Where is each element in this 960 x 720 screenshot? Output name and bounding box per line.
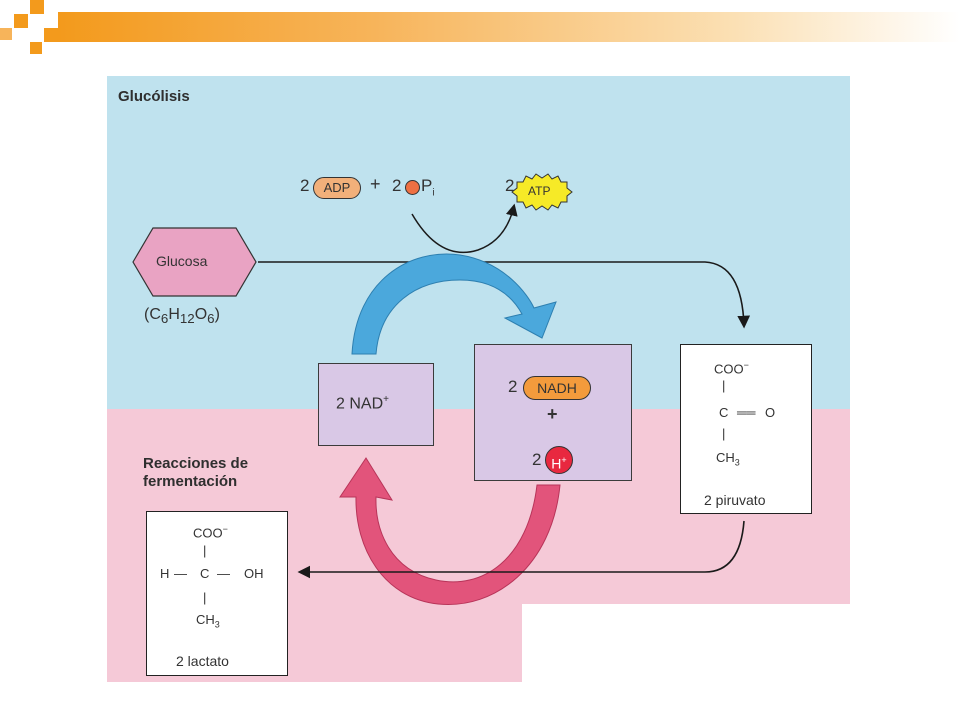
glucose-hexagon xyxy=(132,227,257,297)
adp-pill: ADP xyxy=(313,177,361,199)
lactate-coo: COO− xyxy=(193,524,228,540)
nadh-pill: NADH xyxy=(523,376,591,400)
proton-charge: + xyxy=(561,455,567,465)
pyruvate-coo: COO− xyxy=(714,360,749,376)
lactate-bond-bottom: | xyxy=(203,590,207,605)
pyruvate-oxygen: O xyxy=(765,405,776,420)
lactate-coo-charge: − xyxy=(222,524,228,534)
lactate-name: 2 lactato xyxy=(176,653,229,669)
glucose-formula-sub-c: 6 xyxy=(160,311,169,327)
decor-square-1 xyxy=(14,14,28,28)
nad-coefficient: 2 xyxy=(336,395,345,413)
lactate-bond-top: | xyxy=(203,543,207,558)
glucose-formula-sub-o: 6 xyxy=(207,311,215,327)
pyruvate-box xyxy=(680,344,812,514)
lactate-coo-text: COO xyxy=(193,525,223,541)
decor-square-3 xyxy=(44,28,58,42)
phosphate-sub: i xyxy=(432,187,435,199)
adp-coefficient: 2 xyxy=(300,176,310,195)
glucose-formula-h: H xyxy=(168,306,180,323)
pyruvate-double-bond: ══ xyxy=(737,405,756,420)
proton-coefficient: 2 xyxy=(532,450,542,469)
blank-corner xyxy=(522,604,850,682)
decor-square-2 xyxy=(30,0,44,14)
fermentation-heading-line1: Reacciones de xyxy=(143,455,249,472)
proton-circle: H+ xyxy=(545,446,573,474)
nadh-to-nad-arrow xyxy=(339,457,561,606)
glycolysis-heading: Glucólisis xyxy=(118,88,190,105)
glucose-to-pyruvate-arrow xyxy=(258,261,751,329)
lactate-hydroxyl: OH xyxy=(244,566,264,581)
phosphate-label: Pi xyxy=(421,176,435,198)
pyruvate-to-lactate-arrow xyxy=(297,520,745,579)
glucose-label: Glucosa xyxy=(156,253,208,269)
glucose-formula: (C6H12O6) xyxy=(144,306,220,326)
nad-label: 2 NAD+ xyxy=(336,394,389,413)
lactate-box xyxy=(146,511,288,676)
pyruvate-bond-top: | xyxy=(722,378,726,393)
glucose-formula-close: ) xyxy=(214,306,220,323)
fermentation-heading-line2: fermentación xyxy=(143,473,238,490)
fermentation-heading: Reacciones de fermentación xyxy=(143,455,248,491)
nad-to-nadh-arrow xyxy=(351,253,557,355)
adp-to-atp-arrow xyxy=(411,203,518,254)
phosphate-dot xyxy=(405,180,420,195)
pyruvate-ch: CH xyxy=(716,450,735,465)
proton-h: H xyxy=(551,455,562,472)
nadh-plus: + xyxy=(547,404,558,424)
pyruvate-ch-sub: 3 xyxy=(734,457,740,468)
title-gradient-bar xyxy=(58,12,960,42)
lactate-methyl: CH3 xyxy=(196,612,220,630)
pyruvate-carbon: C xyxy=(719,405,729,420)
energy-plus: + xyxy=(370,174,381,194)
lactate-hydrogen: H xyxy=(160,566,170,581)
pyruvate-coo-charge: − xyxy=(743,360,749,370)
nad-charge: + xyxy=(383,394,389,405)
pyruvate-coo-text: COO xyxy=(714,361,744,377)
nad-text: NAD xyxy=(349,395,384,413)
lactate-dash-left: — xyxy=(174,566,187,581)
pi-coefficient: 2 xyxy=(392,176,402,195)
lactate-ch-sub: 3 xyxy=(214,619,220,630)
lactate-dash-right: — xyxy=(217,566,230,581)
decor-square-4 xyxy=(30,42,42,54)
atp-label: ATP xyxy=(528,184,551,198)
nadh-coefficient: 2 xyxy=(508,377,518,396)
glucose-formula-o: O xyxy=(194,306,208,323)
atp-coefficient: 2 xyxy=(505,176,515,195)
phosphate-p: P xyxy=(421,176,433,195)
pyruvate-methyl: CH3 xyxy=(716,450,740,468)
glucose-formula-sub-h: 12 xyxy=(179,311,195,327)
atp-burst xyxy=(511,173,573,211)
decor-square-5 xyxy=(0,28,12,40)
lactate-ch: CH xyxy=(196,612,215,627)
lactate-carbon: C xyxy=(200,566,210,581)
glucose-formula-open: (C xyxy=(144,306,161,323)
pyruvate-bond-bottom: | xyxy=(722,426,726,441)
nad-box xyxy=(318,363,434,446)
pyruvate-name: 2 piruvato xyxy=(704,492,766,508)
